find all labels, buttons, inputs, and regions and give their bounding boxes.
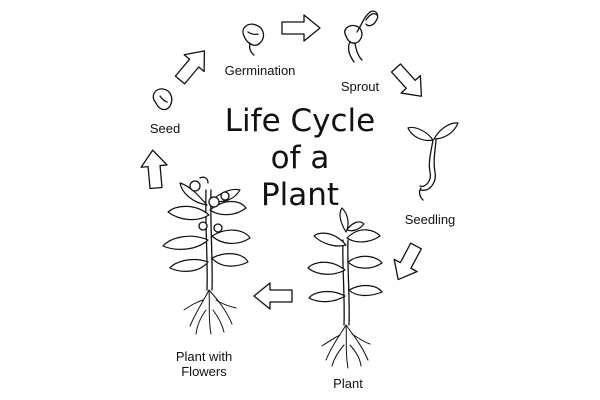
seedling-icon <box>407 122 459 201</box>
stage-label-plant: Plant <box>333 376 363 391</box>
seed-icon <box>152 88 173 111</box>
title-line-2: of a <box>270 140 330 176</box>
stage-label-seedling: Seedling <box>404 212 456 227</box>
title-line-1: Life Cycle <box>224 103 376 139</box>
stage-label-flowering-line-1: Plant with <box>175 349 233 364</box>
flowering-plant-icon <box>162 176 251 335</box>
cycle-arrow-icon <box>281 14 321 42</box>
cycle-arrow-icon <box>385 58 432 106</box>
cycle-arrow-icon <box>253 282 293 310</box>
cycle-arrow-icon <box>139 148 170 190</box>
stage-label-seed: Seed <box>149 121 181 136</box>
cycle-arrow-icon <box>386 239 429 287</box>
title-line-3: Plant <box>260 177 340 213</box>
germinating-seed-icon <box>242 23 265 56</box>
sprout-icon <box>344 10 379 63</box>
stage-label-plant-with-flowers: Plant with Flowers <box>162 349 246 379</box>
diagram-title: Life Cycle of a Plant <box>190 103 410 214</box>
stage-label-germination: Germination <box>224 63 296 78</box>
stage-label-flowering-line-2: Flowers <box>181 364 227 379</box>
mature-plant-icon <box>307 207 383 369</box>
stage-label-sprout: Sprout <box>340 79 380 94</box>
cycle-arrow-icon <box>169 41 216 90</box>
